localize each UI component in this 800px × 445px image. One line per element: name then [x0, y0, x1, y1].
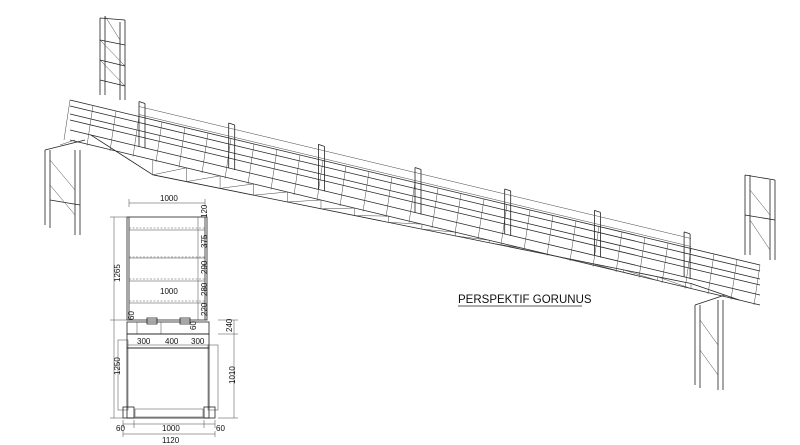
deck-cross-member [569, 220, 577, 262]
dim-inner-width: 1000 [160, 287, 178, 296]
perspective-view-title: PERSPEKTIF GORUNUS [458, 294, 592, 306]
truss-diagonal [253, 191, 288, 196]
deck-cross-member [293, 154, 301, 196]
deck-cross-member [454, 193, 462, 234]
truss-diagonal [455, 235, 490, 241]
deck-cross-member [477, 198, 485, 240]
truss-diagonal [489, 242, 523, 249]
dim-bottom-1000: 1000 [162, 424, 180, 433]
truss-diagonal [556, 256, 591, 265]
dim-60-mid: 60 [189, 321, 198, 330]
dim-220: 220 [200, 302, 209, 316]
railing-post-cap [414, 167, 422, 170]
deck-cross-member [385, 176, 393, 218]
dim-1265: 1265 [113, 264, 122, 282]
dim-300-b: 300 [191, 337, 205, 346]
deck-cross-member [661, 242, 669, 284]
truss-diagonal [522, 249, 557, 257]
deck-cross-member [500, 204, 508, 245]
dim-375: 375 [200, 234, 209, 248]
dim-120: 120 [200, 204, 209, 218]
truss-chord [69, 139, 761, 306]
dim-60-left: 60 [127, 311, 136, 320]
deck-cross-member [546, 215, 554, 256]
railing-post-cap [504, 188, 511, 192]
deck-cross-member [615, 231, 623, 273]
truss-diagonal [623, 269, 658, 281]
railing-post-cap [138, 101, 146, 104]
plan-view: 1000 120 375 290 280 220 1000 1265 60 60… [110, 194, 238, 445]
truss-end-diagonal [90, 134, 154, 176]
deck-cross-member [707, 253, 715, 295]
truss-diagonal [287, 199, 322, 203]
deck-cross-member [362, 171, 370, 212]
railing-post-cap [228, 122, 235, 126]
truss-diagonal [320, 207, 355, 210]
deck-cross-member [270, 149, 278, 190]
dim-300-a: 300 [137, 337, 151, 346]
deck-cross-member [431, 187, 439, 229]
deck-cross-member [132, 116, 140, 157]
deck-cross-member [592, 226, 600, 267]
deck-cross-member [201, 132, 209, 174]
deck-cross-member [86, 105, 94, 146]
dim-bottom-1120: 1120 [162, 436, 180, 445]
truss-diagonal [186, 175, 221, 182]
dim-290: 290 [200, 260, 209, 274]
left-support-tower [44, 15, 126, 235]
railing-post-cap [318, 144, 325, 147]
truss-diagonal [388, 222, 422, 225]
right-support-tower [694, 174, 776, 390]
railing-post-cap [683, 231, 691, 235]
deck-cross-member [523, 209, 531, 251]
dim-top-width: 1000 [160, 194, 178, 203]
deck-cross-member [638, 237, 646, 278]
truss-diagonal [590, 262, 624, 273]
dim-400: 400 [165, 337, 179, 346]
deck-cross-member [316, 160, 324, 201]
dim-280: 280 [200, 282, 209, 296]
truss-diagonal [220, 183, 254, 189]
truss-diagonal [354, 215, 389, 217]
deck-cross-member [753, 264, 761, 306]
bridge-perspective [63, 99, 761, 306]
dim-240: 240 [225, 318, 234, 332]
dim-1250: 1250 [113, 357, 122, 375]
dim-bottom-60-right: 60 [216, 424, 225, 433]
truss-diagonal [421, 228, 456, 233]
deck-cross-member [109, 110, 117, 152]
dim-1010: 1010 [228, 366, 237, 384]
deck-cross-member [339, 165, 347, 207]
handrail [138, 114, 692, 247]
deck-cross-member [178, 127, 186, 168]
deck-cross-member [408, 182, 416, 223]
handrail [138, 106, 692, 239]
deck-cross-member [247, 143, 255, 185]
deck-cross-member [224, 138, 232, 179]
deck-cross-member [730, 259, 738, 300]
truss-diagonal [152, 167, 187, 176]
dim-bottom-60-left: 60 [116, 424, 125, 433]
deck-cross-member [63, 99, 71, 141]
deck-cross-member [155, 121, 163, 163]
railing-post-cap [594, 210, 601, 213]
